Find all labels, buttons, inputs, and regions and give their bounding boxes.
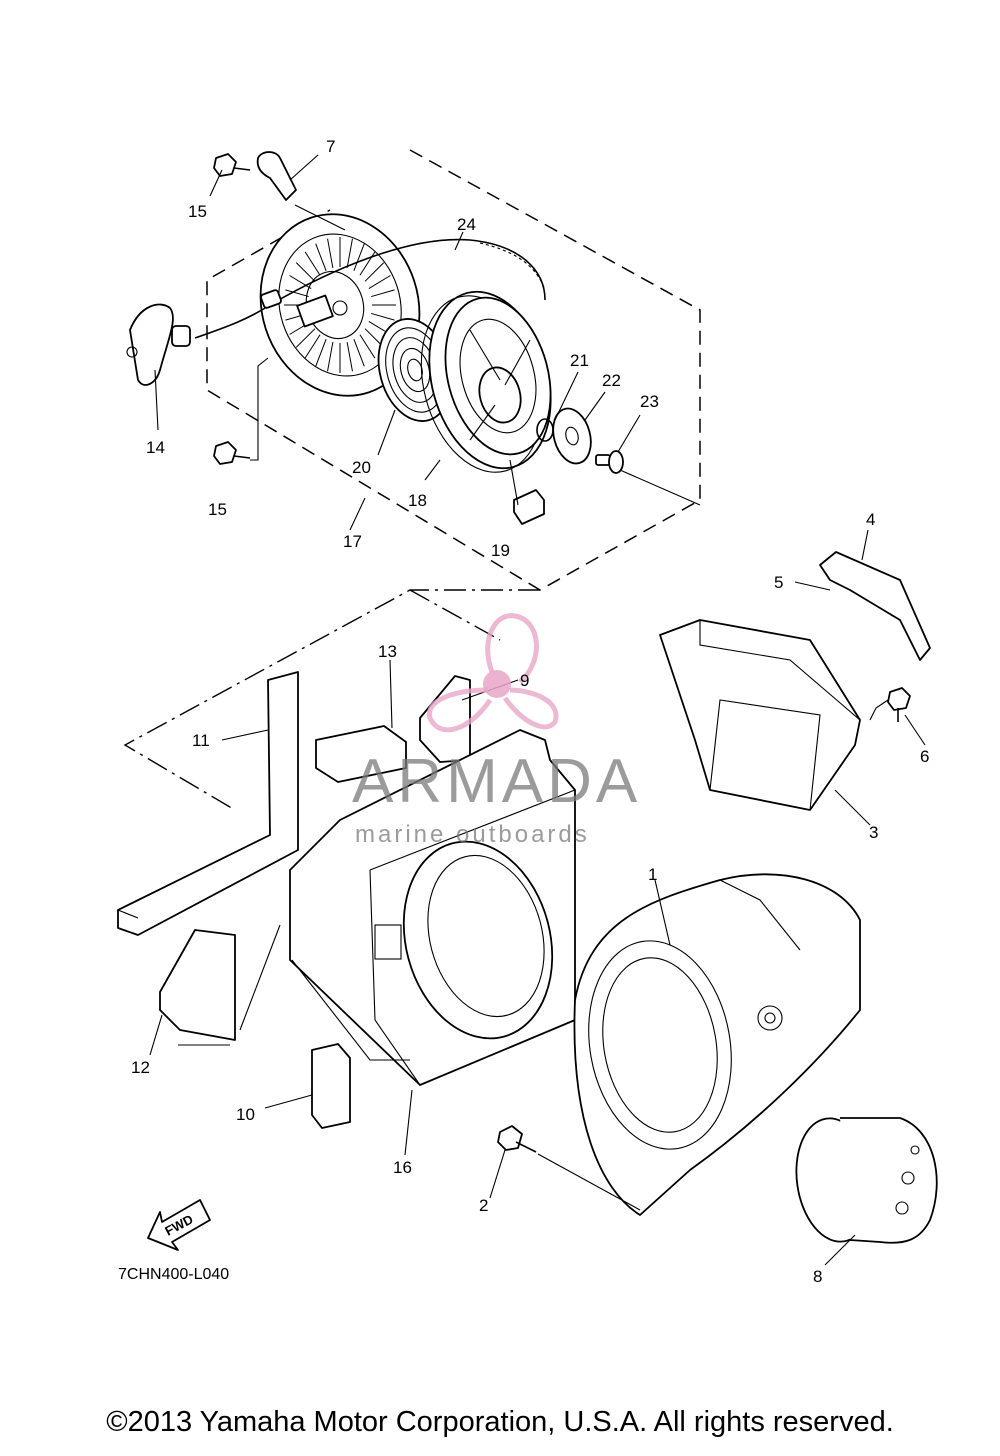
cable-clamp	[256, 151, 297, 201]
rope-guide	[260, 289, 282, 309]
callout-22: 22	[602, 371, 621, 390]
callout-6: 6	[920, 747, 929, 766]
bolt-bottom	[213, 357, 269, 465]
forward-direction-arrow: FWD	[147, 1199, 211, 1251]
retaining-clip	[819, 551, 931, 661]
flywheel-cover	[573, 873, 861, 1216]
callout-2: 2	[479, 1196, 488, 1215]
callout-14: 14	[146, 438, 165, 457]
callout-15a: 15	[188, 202, 207, 221]
callout-15b: 15	[208, 500, 227, 519]
callout-19: 19	[491, 541, 510, 560]
bolt-top	[213, 153, 251, 177]
callout-10: 10	[236, 1105, 255, 1124]
callout-9: 9	[520, 671, 529, 690]
callout-13: 13	[378, 642, 397, 661]
bolt-2	[497, 1125, 641, 1211]
starter-handle	[126, 303, 191, 386]
armada-watermark: ARMADA marine outboards	[352, 613, 641, 848]
intake-silencer-housing	[289, 729, 576, 1086]
callout-4: 4	[866, 510, 875, 529]
starter-pulley	[420, 290, 552, 473]
copyright-footer: ©2013 Yamaha Motor Corporation, U.S.A. A…	[106, 1406, 894, 1438]
drive-pawl	[513, 489, 545, 525]
diagram-code: 7CHN400-L040	[118, 1266, 229, 1283]
callout-labels: 7 15 24 21 22 23 14 20 18 15 17 19 4 5 1…	[131, 137, 929, 1286]
callout-1: 1	[648, 865, 657, 884]
callout-24: 24	[457, 215, 476, 234]
callout-5: 5	[774, 573, 783, 592]
propeller-hub-icon	[483, 670, 511, 698]
callout-20: 20	[352, 458, 371, 477]
intake-duct	[117, 671, 299, 936]
callout-16: 16	[393, 1158, 412, 1177]
callout-18: 18	[408, 491, 427, 510]
bolt-6	[869, 687, 911, 722]
starter-rope	[194, 238, 546, 339]
foam-piece-13	[315, 725, 407, 783]
starter-cup	[795, 1117, 938, 1244]
callout-7: 7	[326, 137, 335, 156]
foam-piece-12	[159, 929, 236, 1041]
callout-17: 17	[343, 532, 362, 551]
friction-plate	[552, 407, 592, 465]
callout-23: 23	[640, 392, 659, 411]
foam-piece-10	[311, 1043, 351, 1129]
callout-11: 11	[192, 731, 210, 750]
lower-assembly-outline	[123, 589, 540, 811]
upper-leader-lines	[154, 154, 701, 506]
callout-12: 12	[131, 1058, 150, 1077]
watermark-tagline: marine outboards	[355, 821, 590, 848]
callout-21: 21	[570, 351, 589, 370]
silencer-cover	[659, 619, 861, 811]
callout-3: 3	[869, 823, 878, 842]
propeller-logo-icon	[427, 613, 559, 733]
callout-8: 8	[813, 1267, 822, 1286]
watermark-brand: ARMADA	[352, 747, 641, 816]
pulley-screw	[595, 450, 624, 474]
